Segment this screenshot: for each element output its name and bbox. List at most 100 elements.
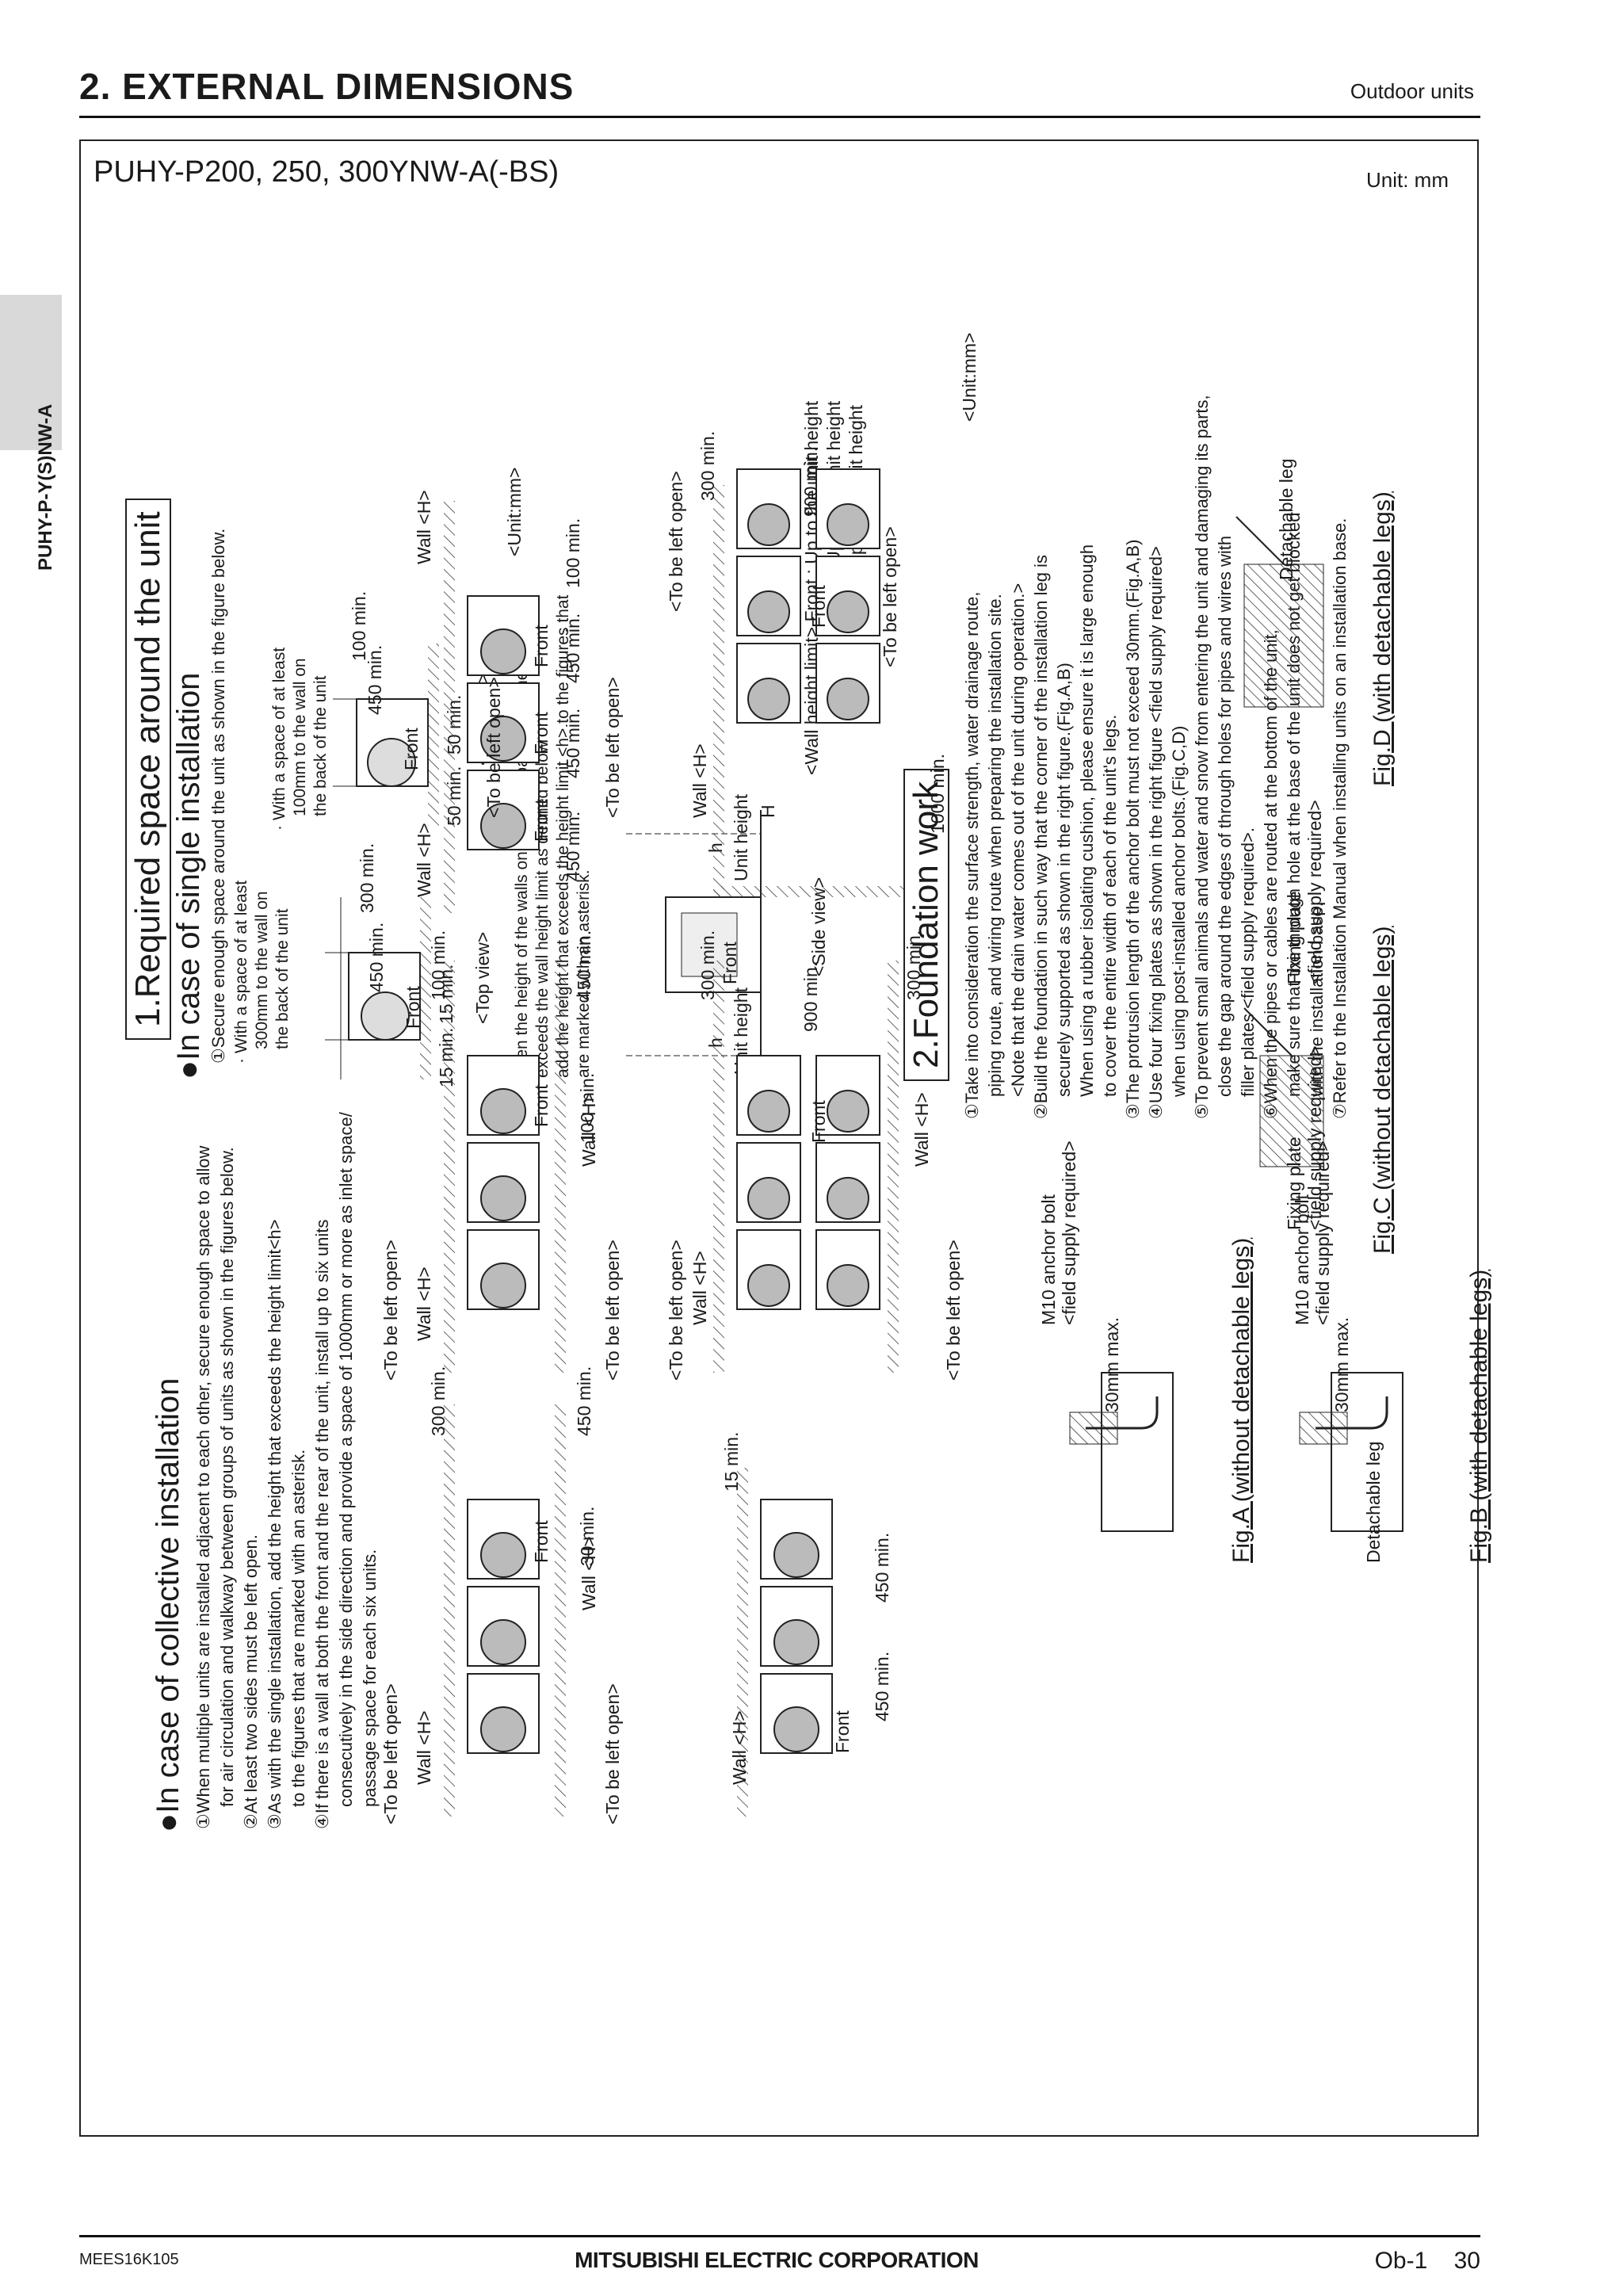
dim-15: 15 min. bbox=[721, 1431, 742, 1492]
fig-c-fixing-plate-a: Fixing plate <field supply required> bbox=[1284, 1045, 1325, 1230]
unit-label: Unit: mm bbox=[1366, 168, 1449, 192]
unit-row bbox=[760, 1499, 833, 1754]
collective-diagram-1 bbox=[444, 1404, 566, 1817]
unit-row bbox=[467, 1499, 540, 1754]
collective-items: ①When multiple units are installed adjac… bbox=[193, 1112, 380, 1829]
side-tab-label: PUHY-P-Y(S)NW-A bbox=[35, 403, 56, 571]
front-2: Front bbox=[531, 1084, 552, 1127]
dim-900-6: 900 min. bbox=[800, 446, 821, 517]
fig-b-max30: 30mm max. bbox=[1331, 1316, 1352, 1412]
fig-b-caption: Fig.B (with detachable legs) bbox=[1466, 1269, 1492, 1563]
fig-c-caption: Fig.C (without detachable legs) bbox=[1369, 926, 1396, 1254]
wall-h-4b: Wall <H> bbox=[911, 1092, 932, 1167]
fig-c-fixing-plate-b: Fixing plate <field supply required> bbox=[1284, 800, 1325, 984]
dim-100-5: 100 min. bbox=[563, 518, 583, 588]
open-6a: <To be left open> bbox=[880, 526, 900, 667]
wall-hatch-bottom bbox=[555, 1404, 566, 1817]
front-1: Front bbox=[531, 1520, 552, 1563]
unit-rows bbox=[736, 1055, 880, 1310]
document-code: MEES16K105 bbox=[79, 2251, 179, 2268]
front-5c: Front bbox=[531, 625, 552, 667]
single-top-view-left bbox=[325, 897, 431, 1079]
fig-a-anchor-label: M10 anchor bolt <field supply required> bbox=[1038, 1140, 1079, 1325]
wall-hatch-top bbox=[444, 961, 455, 1373]
wall-hatch-bottom bbox=[888, 961, 899, 1373]
front-3: Front bbox=[832, 1710, 853, 1753]
wall-hatch-top bbox=[444, 1404, 455, 1817]
open-4a: <To be left open> bbox=[666, 1240, 686, 1381]
dim-30: 30 min. bbox=[577, 1506, 598, 1566]
dim-450-3b: 450 min. bbox=[872, 1532, 892, 1603]
wall-hatch-top bbox=[713, 961, 724, 1373]
foundation-block bbox=[1101, 1372, 1174, 1532]
dim-100-2b: 100 min. bbox=[577, 1072, 598, 1143]
unit-row bbox=[467, 595, 540, 850]
wall-h-2a: Wall <H> bbox=[414, 1266, 434, 1341]
model-title: PUHY-P200, 250, 300YNW-A(-BS) bbox=[94, 155, 559, 189]
dim-450-3a: 450 min. bbox=[872, 1651, 892, 1721]
content-frame bbox=[79, 139, 1479, 2137]
wall-h-4a: Wall <H> bbox=[689, 1251, 710, 1325]
dim-450-5b: 450 min. bbox=[563, 708, 583, 778]
header-rule bbox=[79, 116, 1480, 118]
wall-hatch bbox=[428, 644, 439, 826]
dim-left-450: 450 min. bbox=[366, 922, 387, 992]
wall-hatch bbox=[420, 897, 431, 1079]
open-2a: <To be left open> bbox=[380, 1240, 401, 1381]
wall-h-5b: Wall <H> bbox=[414, 490, 434, 564]
fig-d-detachable-leg: Detachable leg bbox=[1276, 458, 1296, 580]
open-5b: <To be left open> bbox=[602, 677, 623, 818]
open-5a: <To be left open> bbox=[483, 677, 504, 818]
fig-c-drawing bbox=[1243, 1007, 1324, 1167]
single-note-left: · With a space of at least 300mm to the … bbox=[232, 880, 292, 1064]
unit-row bbox=[467, 1055, 540, 1310]
company-name: MITSUBISHI ELECTRIC CORPORATION bbox=[575, 2248, 979, 2272]
wall-hatch-top bbox=[713, 485, 724, 897]
rotated-drawing-sheet: 1.Required space around the unit ●In cas… bbox=[119, 168, 1492, 2118]
unit-rows bbox=[736, 468, 880, 724]
single-item-1: ①Secure enough space around the unit as … bbox=[208, 528, 228, 1064]
fig-d-drawing bbox=[1235, 516, 1324, 708]
wall-h-6: Wall <H> bbox=[689, 743, 710, 818]
section-label: Outdoor units bbox=[1350, 79, 1474, 103]
fig-a-caption: Fig.A (without detachable legs) bbox=[1228, 1237, 1254, 1563]
dim-300-4a: 300 min. bbox=[697, 930, 718, 1000]
dim-1000-6: 1000 min. bbox=[927, 753, 948, 834]
fig-a-drawing bbox=[1069, 1372, 1174, 1532]
anchor-bolt bbox=[1086, 1396, 1159, 1430]
dim-left-300: 300 min. bbox=[357, 842, 377, 913]
collective-diagram-4 bbox=[713, 961, 899, 1373]
collective-heading: ●In case of collective installation bbox=[151, 1377, 185, 1832]
collective-unit-mm: <Unit:mm> bbox=[959, 332, 980, 422]
fig-a-max30: 30mm max. bbox=[1102, 1316, 1122, 1412]
dim-450-5c: 450 min. bbox=[563, 613, 583, 683]
page-code: Ob-1 bbox=[1374, 2248, 1428, 2274]
page-number: Ob-1 30 bbox=[1347, 2248, 1480, 2275]
wall-hatch-side bbox=[713, 886, 903, 897]
wall-hatch bbox=[444, 501, 455, 913]
open-4b: <To be left open> bbox=[943, 1240, 964, 1381]
detachable-leg bbox=[1243, 563, 1324, 708]
dim-900-4: 900 min. bbox=[800, 961, 821, 1032]
collective-diagram-6 bbox=[713, 468, 903, 897]
wall-h-3: Wall <H> bbox=[729, 1710, 750, 1785]
dim-right-450: 450 min. bbox=[365, 644, 385, 715]
page-title: 2. EXTERNAL DIMENSIONS bbox=[79, 66, 575, 107]
collective-diagram-5 bbox=[444, 501, 540, 913]
dim-100-2: 100 min. bbox=[428, 930, 449, 1000]
side-tab-marker bbox=[0, 295, 62, 450]
front-6: Front bbox=[808, 585, 829, 628]
single-install-heading: ●In case of single installation bbox=[171, 672, 206, 1079]
page-index: 30 bbox=[1453, 2248, 1480, 2274]
dim-450-5a: 450 min. bbox=[563, 811, 583, 881]
dim-300-6: 300 min. bbox=[697, 430, 718, 501]
dim-300-4b: 300 min. bbox=[903, 930, 924, 1000]
footer-rule bbox=[79, 2235, 1480, 2237]
open-1a: <To be left open> bbox=[380, 1683, 401, 1824]
wall-hatch bbox=[737, 1468, 748, 1817]
collective-diagram-2 bbox=[444, 961, 566, 1373]
side-view-diagram bbox=[626, 810, 762, 1079]
single-top-view-right bbox=[333, 644, 439, 826]
front-5a: Front bbox=[531, 799, 552, 842]
anchor-bolt bbox=[1316, 1396, 1388, 1430]
